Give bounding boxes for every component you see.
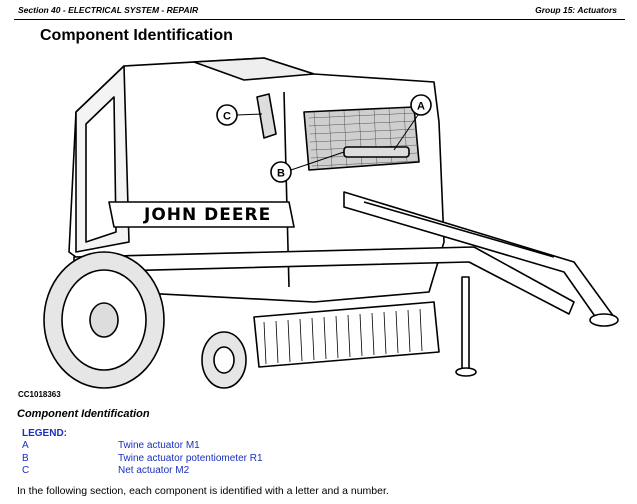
header-divider xyxy=(14,19,625,20)
legend-key: C xyxy=(22,465,30,476)
legend-item: B Twine actuator potentiometer R1 xyxy=(22,452,263,466)
legend-key: B xyxy=(22,452,29,464)
figure-id: CC1018363 xyxy=(18,390,61,399)
intro-paragraph: In the following section, each component… xyxy=(17,485,389,497)
legend: LEGEND: A Twine actuator M1 B Twine actu… xyxy=(22,428,263,478)
figure-caption: Component Identification xyxy=(17,408,150,420)
page-title: Component Identification xyxy=(40,27,233,44)
callout-c: C xyxy=(223,111,231,123)
legend-item: A Twine actuator M1 xyxy=(22,440,200,453)
legend-value: Twine actuator M1 xyxy=(118,440,200,451)
callout-a: A xyxy=(417,101,425,113)
brand-label: JOHN DEERE xyxy=(143,205,271,225)
legend-title: LEGEND: xyxy=(22,428,67,439)
group-title: Group 15: Actuators xyxy=(535,5,617,15)
legend-item: C Net actuator M2 xyxy=(22,465,189,478)
page-header: Section 40 - ELECTRICAL SYSTEM - REPAIR … xyxy=(0,0,637,22)
baler-illustration: JOHN DEERE C B A xyxy=(43,57,619,389)
legend-value: Net actuator M2 xyxy=(118,465,190,476)
section-title: Section 40 - ELECTRICAL SYSTEM - REPAIR xyxy=(18,5,199,15)
legend-value: Twine actuator potentiometer R1 xyxy=(118,452,263,464)
legend-key: A xyxy=(22,440,29,451)
callout-b: B xyxy=(277,168,285,180)
